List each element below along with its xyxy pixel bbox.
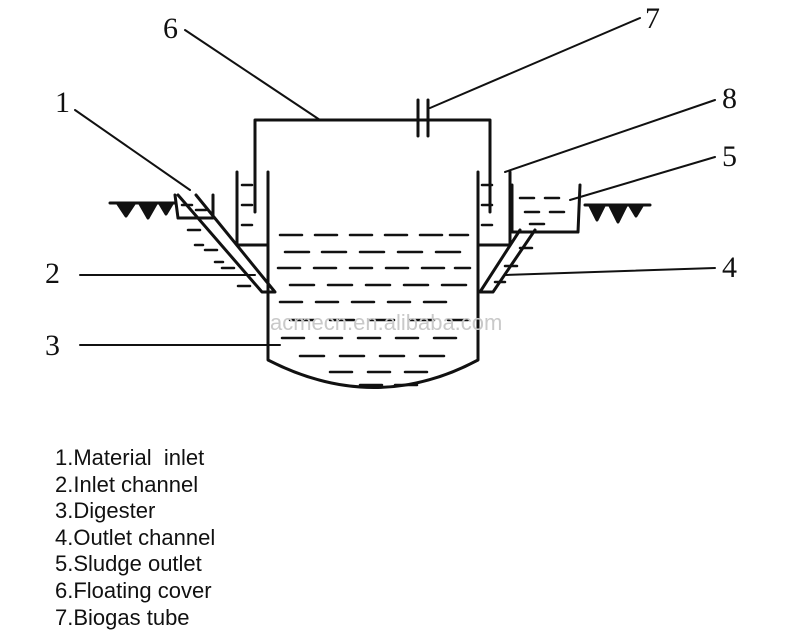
callout-3: 3 (45, 329, 60, 362)
callout-1: 1 (55, 86, 70, 119)
right-water-seal (476, 170, 512, 247)
digester-tank (266, 223, 480, 389)
legend-item-material-inlet: 1.Material inlet (55, 445, 205, 470)
callout-6: 6 (163, 12, 178, 45)
ground-right (583, 203, 652, 224)
callout-2: 2 (45, 257, 60, 290)
floating-cover (253, 118, 492, 214)
legend-item-digester: 3.Digester (55, 498, 156, 524)
sludge-outlet-box (510, 183, 582, 234)
callout-5: 5 (722, 140, 737, 173)
watermark: acmecn.en.alibaba.com (270, 310, 502, 335)
biogas-digester-diagram: acmecn.en.alibaba.com 1 2 3 4 5 6 7 8 (45, 2, 737, 389)
slurry-fill (180, 183, 566, 387)
outlet-channel (478, 228, 537, 294)
biogas-tube (416, 98, 430, 138)
ground-left (108, 201, 177, 220)
legend-item-sludge-outlet: 5.Sludge outlet (55, 551, 202, 577)
callout-4: 4 (722, 251, 737, 284)
material-inlet-box (173, 193, 215, 220)
callout-7: 7 (645, 2, 660, 35)
legend-item-biogas-tube: 7.Biogas tube (55, 604, 190, 630)
leader-lines (74, 17, 716, 346)
callout-8: 8 (722, 82, 737, 115)
legend: 1.Material inlet 2.Inlet channel 3.Diges… (55, 445, 215, 631)
legend-item-inlet-channel: 2.Inlet channel (55, 471, 199, 497)
left-water-seal (235, 170, 270, 247)
legend-item-outlet-channel: 4.Outlet channel (55, 524, 216, 550)
legend-item-floating-cover: 6.Floating cover (55, 577, 212, 603)
